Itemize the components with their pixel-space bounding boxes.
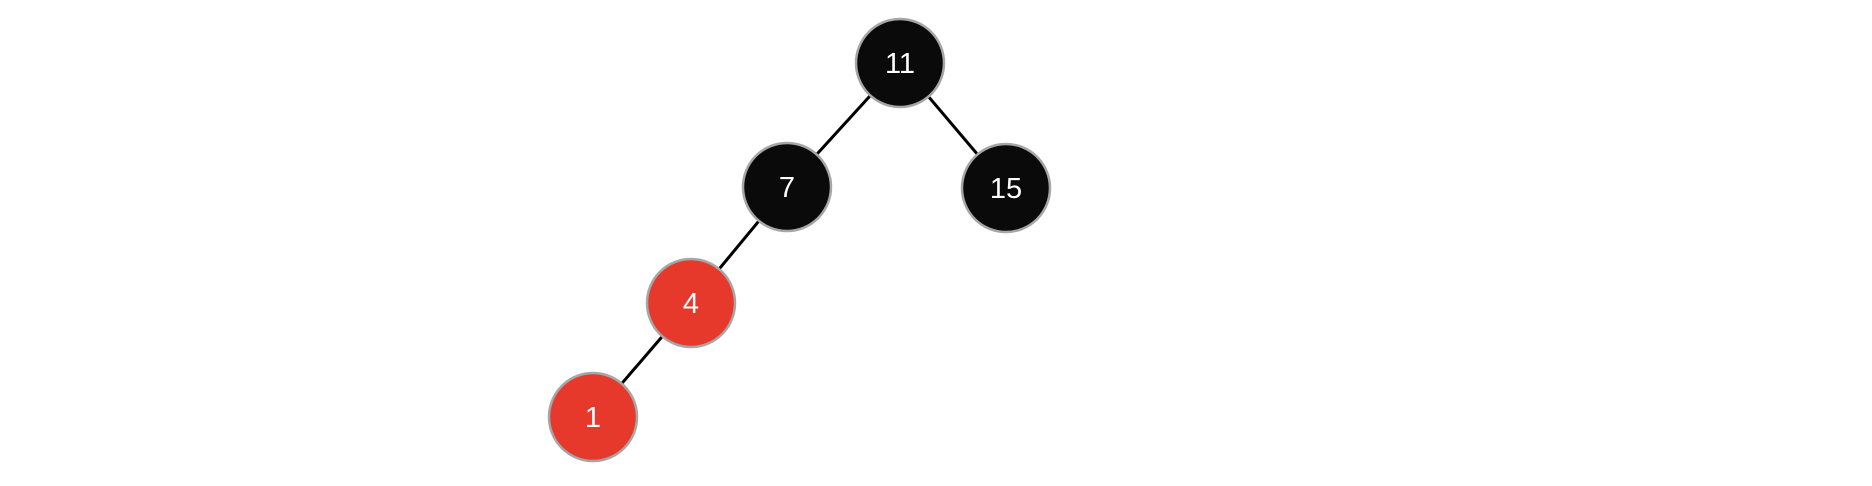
- node-circle-black: [854, 17, 946, 109]
- node-circle-red: [645, 257, 737, 349]
- tree-node-7: 7: [741, 141, 833, 233]
- tree-node-15: 15: [960, 142, 1052, 234]
- node-circle-black: [960, 142, 1052, 234]
- node-circle-red: [547, 371, 639, 463]
- tree-node-4: 4: [645, 257, 737, 349]
- tree-node-11: 11: [854, 17, 946, 109]
- tree-node-1: 1: [547, 371, 639, 463]
- node-circle-black: [741, 141, 833, 233]
